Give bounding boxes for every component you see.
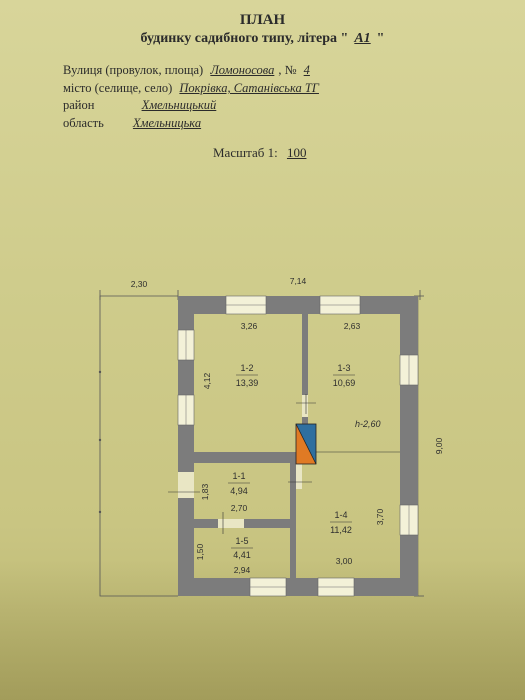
room-1-5-depth: 1,50: [195, 543, 205, 560]
room-1-5-width: 2,94: [234, 565, 251, 575]
region-line: область Хмельницька: [63, 116, 221, 131]
room-1-2-id: 1-2: [240, 363, 253, 373]
subtitle-prefix: будинку садибного типу, літера ": [140, 31, 349, 46]
porch-width-label: 2,30: [131, 279, 148, 289]
district-line: район Хмельницький: [63, 98, 236, 113]
number-label: , №: [278, 63, 297, 77]
city-label: місто (селище, село): [63, 81, 173, 95]
room-1-5-id: 1-5: [235, 536, 248, 546]
room-1-2-width: 3,26: [241, 321, 258, 331]
region-value: Хмельницька: [132, 116, 202, 130]
room-1-4-area: 11,42: [330, 525, 352, 535]
room-1-1-area: 4,94: [230, 486, 248, 496]
room-1-1-width: 2,70: [231, 503, 248, 513]
room-1-2-depth: 4,12: [202, 372, 212, 389]
room-1-4-width: 3,00: [336, 556, 353, 566]
subtitle-suffix: ": [376, 31, 385, 46]
room-1-5-area: 4,41: [233, 550, 251, 560]
interior-walls: [194, 314, 308, 578]
number-value: 4: [303, 63, 310, 77]
room-1-3-width: 2,63: [344, 321, 361, 331]
overall-width-label: 7,14: [290, 276, 307, 286]
building-letter: А1: [354, 31, 371, 46]
room-1-4-depth: 3,70: [375, 508, 385, 525]
porch-outline: [99, 290, 424, 597]
region-label: область: [63, 116, 104, 130]
stove-icon: [295, 423, 317, 465]
scale-value: 100: [286, 145, 307, 160]
scale-label: Масштаб 1:: [213, 145, 278, 160]
room-1-1-depth: 1,83: [200, 483, 210, 500]
doorways: [178, 395, 308, 528]
district-value: Хмельницький: [141, 98, 217, 112]
street-line: Вулиця (провулок, площа) Ломоносова, № 4: [63, 63, 314, 78]
street-label: Вулиця (провулок, площа): [63, 63, 204, 77]
street-value: Ломоносова: [210, 63, 275, 77]
room-1-3-area: 10,69: [333, 378, 356, 388]
city-line: місто (селище, село) Покрівка, Сатанівсь…: [63, 81, 323, 96]
room-1-2-area: 13,39: [236, 378, 259, 388]
room-1-1-id: 1-1: [232, 471, 245, 481]
scale-line: Масштаб 1: 100: [213, 145, 312, 161]
document-subtitle: будинку садибного типу, літера " А1 ": [0, 31, 525, 47]
room-1-3-id: 1-3: [337, 363, 350, 373]
overall-height-label: 9,00: [434, 437, 444, 454]
document-title: ПЛАН: [239, 12, 286, 28]
city-value: Покрівка, Сатанівська ТГ: [179, 81, 319, 95]
room-1-4-id: 1-4: [334, 510, 347, 520]
ceiling-height-label: h-2,60: [355, 419, 381, 429]
district-label: район: [63, 98, 95, 112]
